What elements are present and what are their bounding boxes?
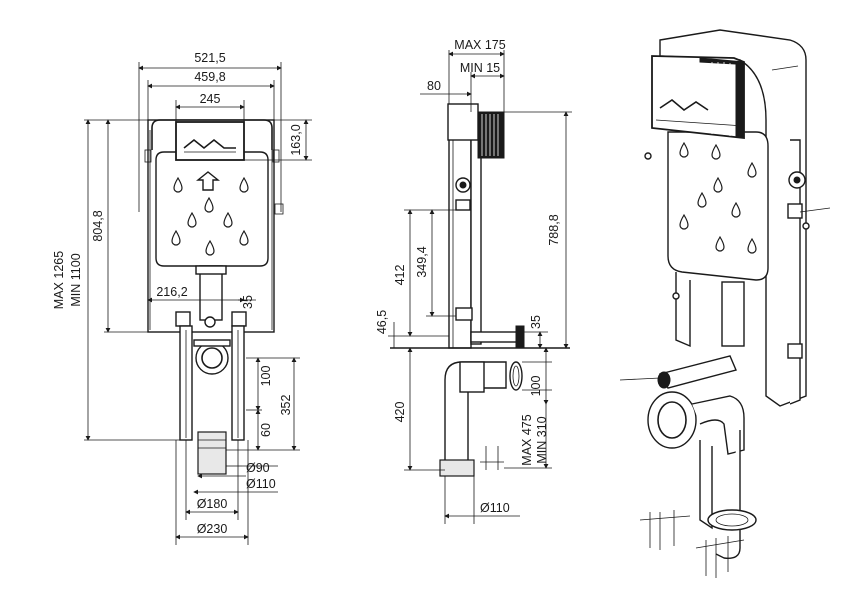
side-dimensions: MAX 175 MIN 15 80 788,8 412 349,4 46,5 bbox=[375, 38, 572, 524]
dim-dia-230: Ø230 bbox=[197, 522, 228, 536]
dim-60-front: 60 bbox=[259, 423, 273, 437]
dim-163: 163,0 bbox=[289, 124, 303, 155]
side-view: MAX 175 MIN 15 80 788,8 412 349,4 46,5 bbox=[375, 38, 572, 524]
dim-216: 216,2 bbox=[156, 285, 187, 299]
dim-dia-110: Ø110 bbox=[246, 477, 276, 491]
dim-max-475: MAX 475 bbox=[520, 414, 534, 465]
dim-420: 420 bbox=[393, 402, 407, 423]
dim-min-1100: MIN 1100 bbox=[69, 253, 83, 306]
dim-352: 352 bbox=[279, 395, 293, 416]
dim-dia-110-side: Ø110 bbox=[480, 501, 510, 515]
dim-35-front: 35 bbox=[241, 295, 255, 309]
logo-icon bbox=[183, 138, 236, 150]
iso-foot-fixings bbox=[639, 510, 745, 578]
dim-46: 46,5 bbox=[375, 310, 389, 334]
dim-dia-180: Ø180 bbox=[197, 497, 228, 511]
dim-804: 804,8 bbox=[91, 210, 105, 241]
dim-245: 245 bbox=[200, 92, 221, 106]
front-dimensions: 521,5 459,8 245 163,0 804,8 MAX 1265 bbox=[52, 51, 312, 545]
arrow-up-icon bbox=[196, 171, 220, 191]
isometric-view bbox=[619, 29, 831, 578]
dim-max-1265: MAX 1265 bbox=[52, 251, 66, 309]
dim-788: 788,8 bbox=[547, 214, 561, 245]
side-body bbox=[390, 103, 570, 477]
front-frame bbox=[144, 119, 284, 475]
dim-100-side: 100 bbox=[529, 376, 543, 397]
dim-dia-90: Ø90 bbox=[246, 461, 270, 475]
front-view: 521,5 459,8 245 163,0 804,8 MAX 1265 bbox=[52, 51, 312, 545]
dim-min-15: MIN 15 bbox=[460, 61, 500, 75]
dim-459: 459,8 bbox=[194, 70, 225, 84]
dim-35-side: 35 bbox=[529, 315, 543, 329]
dim-min-310: MIN 310 bbox=[535, 416, 549, 463]
dim-100-front: 100 bbox=[259, 366, 273, 387]
dim-412: 412 bbox=[393, 265, 407, 286]
dim-80: 80 bbox=[427, 79, 441, 93]
iso-logo-icon bbox=[659, 99, 709, 111]
dim-max-175: MAX 175 bbox=[454, 38, 505, 52]
dim-349: 349,4 bbox=[415, 246, 429, 277]
dim-521: 521,5 bbox=[194, 51, 225, 65]
